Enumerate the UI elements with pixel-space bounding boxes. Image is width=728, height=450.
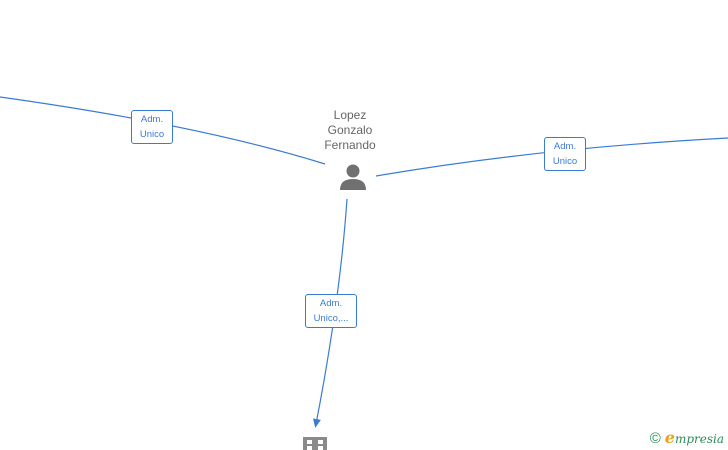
- person-icon[interactable]: [338, 162, 368, 192]
- edge-label-right-line-2: Unico: [552, 156, 578, 167]
- brand-name-rest: mpresia: [674, 432, 724, 446]
- brand-initial: e: [664, 428, 675, 447]
- person-name[interactable]: Lopez Gonzalo Fernando: [290, 108, 410, 153]
- edge-label-left-line-1: Adm.: [140, 114, 164, 125]
- edge-label-right[interactable]: Adm. Unico: [544, 137, 586, 171]
- copyright-icon: ©: [649, 430, 661, 447]
- edge-label-left-line-2: Unico: [139, 129, 165, 140]
- edge-label-right-line-1: Adm.: [553, 141, 577, 152]
- edge-label-bottom[interactable]: Adm. Unico,...: [305, 294, 357, 328]
- brand-logo: empresia: [665, 430, 724, 447]
- person-name-line-3: Fernando: [324, 138, 376, 152]
- edge-left: [0, 96, 326, 165]
- edge-label-left[interactable]: Adm. Unico: [131, 110, 173, 144]
- brand-watermark: © empresia: [650, 430, 724, 447]
- building-icon[interactable]: [302, 436, 328, 450]
- edge-label-bottom-line-1: Adm.: [319, 298, 343, 309]
- edge-label-bottom-line-2: Unico,...: [313, 313, 349, 324]
- person-name-line-1: Lopez: [333, 108, 367, 122]
- person-name-line-2: Gonzalo: [327, 123, 373, 137]
